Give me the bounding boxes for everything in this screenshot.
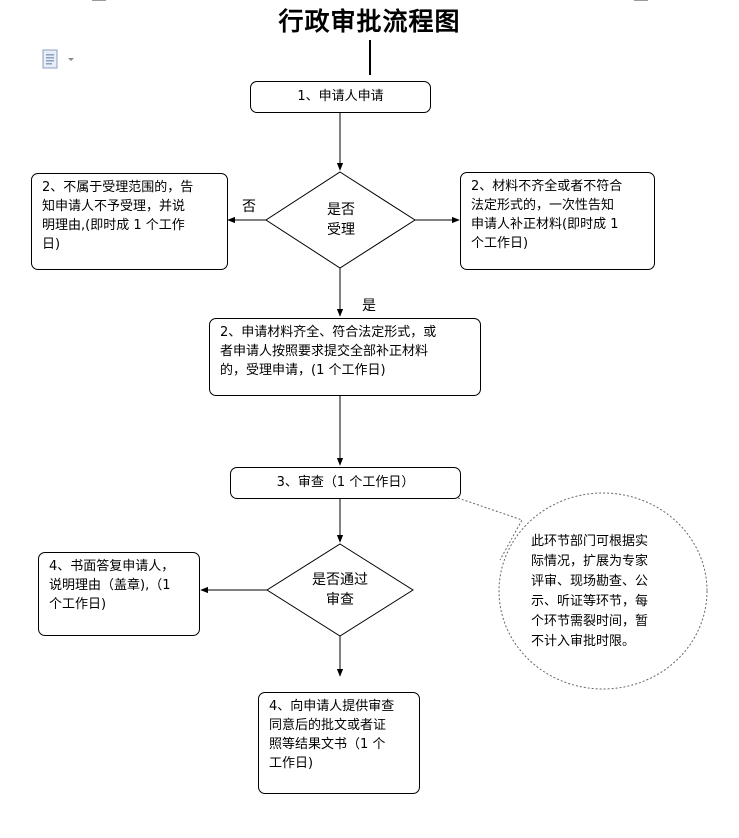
edge-label-yes: 是	[362, 298, 376, 314]
page-corner-mark-right	[634, 0, 648, 3]
written-reply-box: 4、书面答复申请人， 说明理由（盖章),（1 个工作日)	[38, 552, 200, 636]
decision-accept-label: 是否 受理	[327, 202, 355, 238]
reject-not-in-scope-box: 2、不属于受理范围的，告 知申请人不予受理，并说 明理由,(即时成 1 个工作 …	[31, 173, 228, 270]
note-callout-ellipse	[498, 492, 708, 690]
accept-application-box: 2、申请材料齐全、符合法定形式，或 者申请人按照要求提交全部补正材料 的，受理申…	[209, 318, 481, 396]
note-text: 此环节部门可根据实 际情况，扩展为专家 评审、现场勘查、公 示、听证等环节，每 …	[531, 534, 649, 649]
page-title: 行政审批流程图	[278, 7, 461, 36]
paste-options-icon[interactable]	[42, 49, 80, 71]
edge-label-no: 否	[242, 199, 256, 215]
step1-apply-box: 1、申请人申请	[250, 81, 431, 113]
decision-pass-label: 是否通过 审查	[312, 572, 368, 608]
page-corner-mark-left	[92, 0, 106, 3]
result-document-box: 4、向申请人提供审查 同意后的批文或者证 照等结果文书（1 个 工作日)	[258, 692, 420, 794]
incomplete-materials-box: 2、材料不齐全或者不符合 法定形式的，一次性告知 申请人补正材料(即时成 1 个…	[460, 172, 655, 270]
review-box: 3、审查（1 个工作日）	[230, 467, 461, 499]
